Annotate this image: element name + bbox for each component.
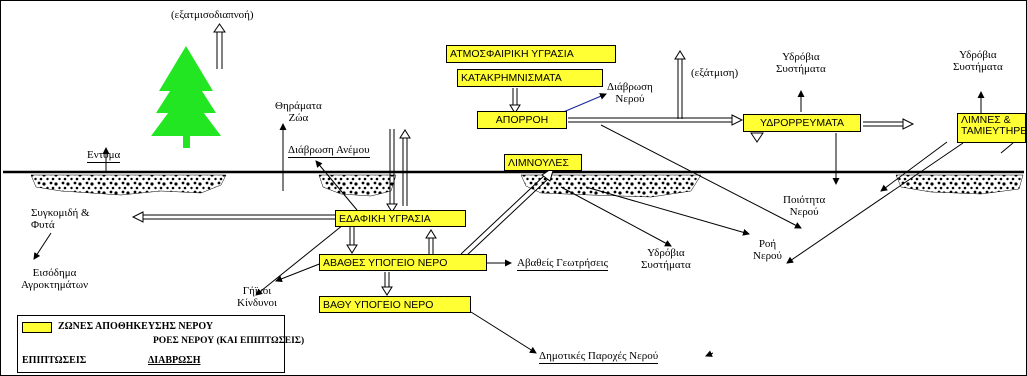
lakes-line-2: ΤΑΜΙΕΥΤΗΡΕΣ: [961, 126, 1022, 137]
aquatic-systems-top-label: Υδρόβια Συστήματα: [776, 51, 826, 75]
game-animals-label: Θηράματα Ζώα: [275, 100, 322, 124]
income-line-2: Αγροκτημάτων: [21, 279, 88, 291]
insects-label: Εντομα: [87, 149, 120, 163]
aquatic-b-line-2: Συστήματα: [953, 61, 1003, 73]
water-quality-label: Ποιότητα Νερού: [783, 194, 825, 218]
tree-icon: [151, 46, 221, 148]
evaporation-arrow: [675, 51, 685, 119]
evaporation-label: (εξάτμιση): [691, 67, 738, 79]
atmospheric-moisture-box: ΑΤΜΟΣΦΑΙΡΙΚΗ ΥΓΡΑΣΙΑ: [446, 45, 616, 63]
soil-patch-far-right: [896, 175, 1023, 194]
aquatic-c-line-1: Υδρόβια: [641, 247, 691, 259]
water-erosion-line-2: Νερού: [615, 93, 644, 105]
aquatic-c-line-2: Συστήματα: [641, 259, 691, 271]
aquatic-systems-bottom-label: Υδρόβια Συστήματα: [641, 247, 691, 271]
lakes-reservoirs-box: ΛΙΜΝΕΣ & ΤΑΜΙΕΥΤΗΡΕΣ: [957, 113, 1026, 143]
farm-income-label: Εισόδημα Αγροκτημάτων: [21, 267, 88, 291]
evapotranspiration-label: (εξατμισοδιαπνοή): [171, 9, 254, 21]
game-line-1: Θηράματα: [275, 100, 322, 112]
hazards-line-1: Γήϊνοι: [237, 285, 277, 297]
game-line-2: Ζώα: [289, 112, 309, 124]
aquatic-b-line-1: Υδρόβια: [953, 49, 1003, 61]
aquatic-a-line-1: Υδρόβια: [776, 51, 826, 63]
harvest-line-1: Συγκομιδή &: [31, 207, 121, 219]
flow-line-2: Νερού: [753, 250, 782, 262]
infiltration-arrows: [387, 129, 410, 212]
aquatic-systems-right-label: Υδρόβια Συστήματα: [953, 49, 1003, 73]
legend-storage-label: ΖΩΝΕΣ ΑΠΟΘΗΚΕΥΣΗΣ ΝΕΡΟΥ: [58, 321, 213, 332]
legend-storage-swatch: [22, 322, 52, 333]
flow-line-1: Ροή: [753, 238, 782, 250]
deep-groundwater-box: ΒΑΘΥ ΥΠΟΓΕΙΟ ΝΕΡΟ: [319, 296, 471, 313]
quality-line-1: Ποιότητα: [783, 194, 825, 206]
shallow-wells-label: Αβαθείς Γεωτρήσεις: [517, 257, 608, 271]
runoff-box: ΑΠΟΡΡΟΗ: [477, 111, 567, 129]
quality-line-2: Νερού: [790, 206, 819, 218]
aquatic-a-line-2: Συστήματα: [776, 63, 826, 75]
harvest-line-2: Φυτά: [31, 219, 121, 231]
water-flow-label: Ροή Νερού: [753, 238, 782, 262]
legend-flows-label: ΡΟΕΣ ΝΕΡΟΥ (ΚΑΙ ΕΠΙΠΤΩΣΕΙΣ): [153, 336, 304, 346]
soil-moisture-box: ΕΔΑΦΙΚΗ ΥΓΡΑΣΙΑ: [335, 210, 466, 227]
water-erosion-line-1: Διάβρωση: [607, 81, 653, 93]
municipal-supply-label: Δημοτικές Παροχές Νερού: [539, 350, 658, 364]
evapotranspiration-arrow: [214, 24, 225, 69]
wind-erosion-label: Διάβρωση Ανέμου: [288, 144, 370, 158]
ponds-box: ΛΙΜΝΟΥΛΕΣ: [504, 154, 582, 171]
precipitation-box: ΚΑΤΑΚΡΗΜΝΙΣΜΑΤΑ: [457, 69, 603, 87]
shallow-groundwater-box: ΑΒΑΘΕΣ ΥΠΟΓΕΙΟ ΝΕΡΟ: [319, 254, 487, 271]
legend: ΖΩΝΕΣ ΑΠΟΘΗΚΕΥΣΗΣ ΝΕΡΟΥ ΡΟΕΣ ΝΕΡΟΥ (ΚΑΙ …: [17, 315, 285, 373]
legend-impacts-label: ΕΠΙΠΤΩΣΕΙΣ: [22, 355, 86, 366]
hazards-line-2: Κίνδυνοι: [237, 297, 277, 309]
soil-patch-left: [31, 175, 226, 195]
earth-hazards-label: Γήϊνοι Κίνδυνοι: [237, 285, 277, 309]
water-erosion-label: Διάβρωση Νερού: [607, 81, 653, 105]
harvest-plants-label: Συγκομιδή & Φυτά: [31, 207, 121, 231]
income-line-1: Εισόδημα: [21, 267, 88, 279]
legend-erosion-label: ΔΙΑΒΡΩΣΗ: [148, 355, 201, 366]
streams-box: ΥΔΡΟΡΡΕΥΜΑΤΑ: [743, 114, 861, 132]
